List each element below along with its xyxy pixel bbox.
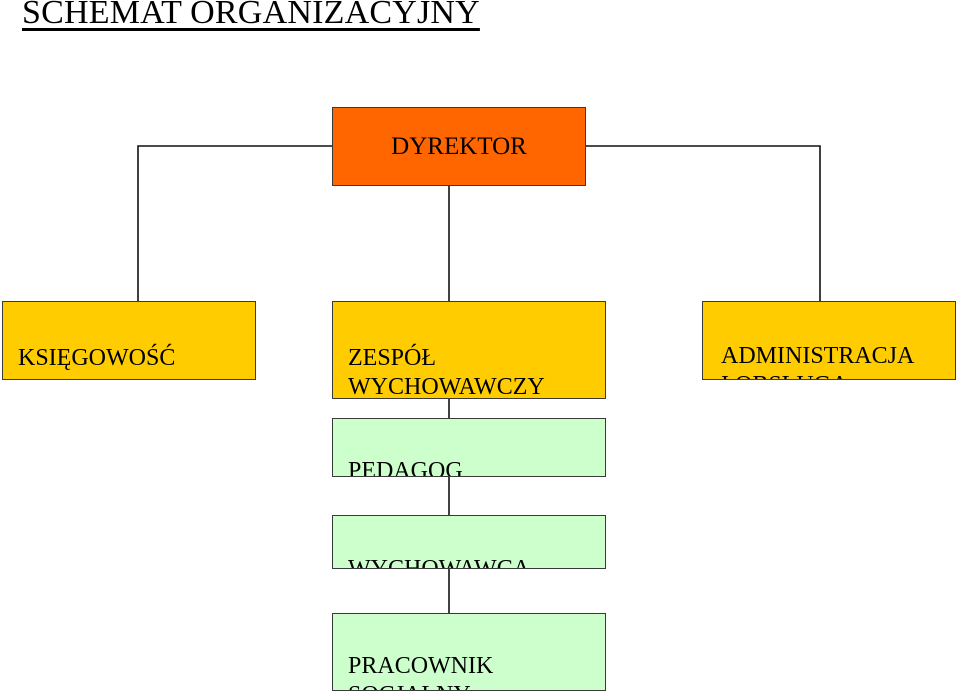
director-label: DYREKTOR xyxy=(391,133,527,160)
accounting-box: KSIĘGOWOŚĆ xyxy=(2,301,256,380)
tutor-label: WYCHOWAWCA xyxy=(348,556,531,569)
accounting-label: KSIĘGOWOŚĆ xyxy=(18,345,176,371)
connector-director-administracja xyxy=(586,145,821,301)
social-worker-box: PRACOWNIK SOCJALNY xyxy=(332,613,606,691)
educational-team-label: ZESPÓŁ WYCHOWAWCZY xyxy=(348,345,545,399)
pedagogue-box: PEDAGOG xyxy=(332,418,606,477)
tutor-box: WYCHOWAWCA xyxy=(332,515,606,569)
social-worker-label: PRACOWNIK SOCJALNY xyxy=(348,653,494,690)
pedagogue-label: PEDAGOG xyxy=(348,458,463,477)
page-title: SCHEMAT ORGANIZACYJNY xyxy=(22,0,480,31)
director-box: DYREKTOR xyxy=(332,107,586,186)
educational-team-box: ZESPÓŁ WYCHOWAWCZY xyxy=(332,301,606,399)
administration-label: ADMINISTRACJA I OBSŁUGA xyxy=(721,343,915,379)
connector-director-ksiegowosc xyxy=(137,145,332,301)
administration-box: ADMINISTRACJA I OBSŁUGA xyxy=(702,301,956,380)
